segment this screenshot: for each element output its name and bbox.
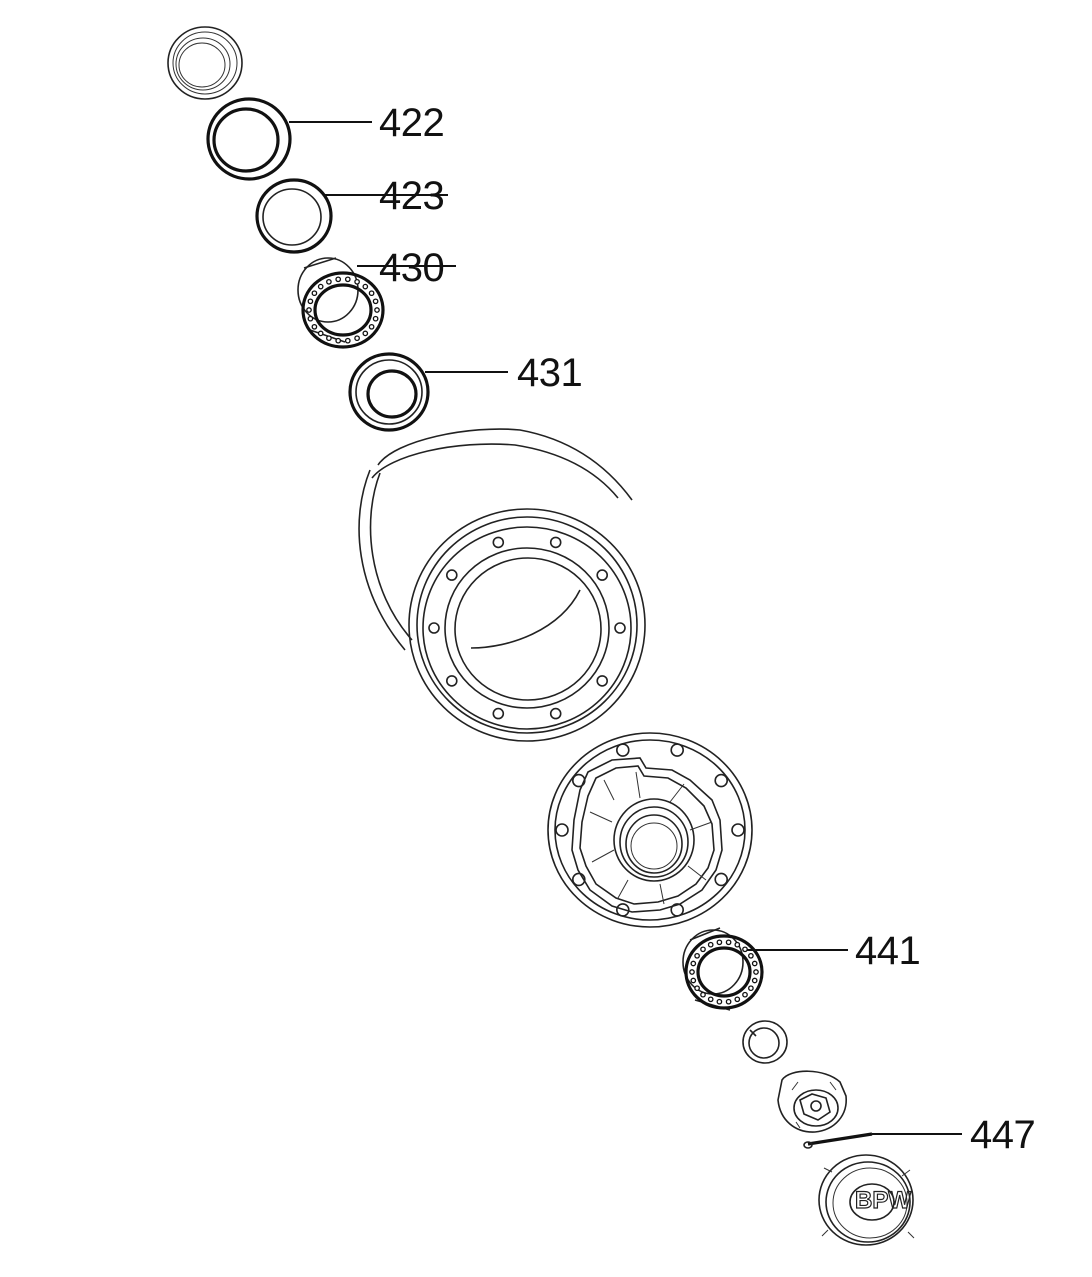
hub-bolt-hole xyxy=(615,903,630,917)
bearing-roller xyxy=(742,946,748,953)
axle-nut xyxy=(777,1070,847,1133)
drum-bolt-hole xyxy=(549,707,562,720)
bearing-roller xyxy=(372,315,379,322)
hub-bolt-hole xyxy=(670,743,685,757)
bearing-roller xyxy=(707,996,714,1003)
bearing-roller xyxy=(751,977,758,984)
bearing-roller xyxy=(716,939,723,946)
bearing-roller xyxy=(372,298,379,305)
callout-430: 430 xyxy=(379,246,444,290)
bearing-roller xyxy=(362,330,369,337)
part-423-ring xyxy=(255,178,333,254)
bearing-roller xyxy=(748,985,754,992)
leader-lines xyxy=(289,121,962,1135)
wheel-hub xyxy=(547,732,753,928)
hub-bolt-hole xyxy=(731,823,745,837)
drum-bolt-hole xyxy=(445,569,458,581)
part-447-split-pin xyxy=(803,1132,873,1149)
hub-bolt-holes xyxy=(555,743,745,917)
bearing-roller xyxy=(725,998,732,1005)
callout-423: 423 xyxy=(379,174,444,218)
bearing-roller xyxy=(354,335,360,342)
drum-bolt-hole xyxy=(445,675,458,687)
callout-441: 441 xyxy=(855,929,920,973)
bearing-roller xyxy=(707,941,714,948)
hub-bolt-hole xyxy=(555,823,569,837)
retaining-washer xyxy=(742,1020,788,1064)
bearing-roller xyxy=(368,323,375,330)
bearing-roller xyxy=(753,969,759,975)
bearing-roller xyxy=(335,337,342,344)
drum-bolt-hole xyxy=(492,707,505,720)
bearing-roller xyxy=(311,290,318,297)
bearing-roller xyxy=(317,283,324,290)
drum-bolt-hole xyxy=(428,622,440,634)
bearing-roller xyxy=(354,278,360,285)
hub-cap: BPW xyxy=(818,1154,915,1246)
part-431-seal xyxy=(348,352,430,432)
bearing-roller xyxy=(374,307,380,313)
bearing-roller xyxy=(690,977,697,984)
hub-bolt-hole xyxy=(714,773,729,788)
hub-bolt-hole xyxy=(670,903,685,917)
part-441-bearing xyxy=(682,927,764,1011)
bearing-roller xyxy=(368,290,375,297)
part-422-ring xyxy=(206,97,292,181)
bearing-roller xyxy=(734,996,741,1003)
bearing-roller xyxy=(690,960,697,967)
top-seal-ring xyxy=(167,26,243,100)
bpw-logo: BPW xyxy=(855,1187,911,1214)
hub-bolt-hole xyxy=(571,872,586,887)
bearing-441-rollers xyxy=(689,939,759,1005)
bearing-roller xyxy=(700,991,706,998)
bearing-roller xyxy=(694,952,700,959)
bearing-roller xyxy=(694,985,700,992)
bearing-roller xyxy=(344,337,351,344)
bearing-roller xyxy=(311,323,318,330)
bearing-430-rollers xyxy=(306,276,380,344)
bearing-roller xyxy=(307,298,314,305)
drum-bolt-hole xyxy=(614,622,626,634)
part-430-bearing xyxy=(297,257,385,349)
bearing-roller xyxy=(748,952,754,959)
bearing-roller xyxy=(344,276,351,283)
bearing-roller xyxy=(689,969,695,975)
drum-bolt-holes xyxy=(428,536,626,720)
callout-422: 422 xyxy=(379,101,444,145)
bearing-roller xyxy=(751,960,758,967)
bearing-roller xyxy=(335,276,342,283)
drum-bolt-hole xyxy=(492,536,505,549)
drum-bolt-hole xyxy=(596,569,609,581)
bearing-roller xyxy=(326,335,332,342)
hub-bolt-hole xyxy=(714,872,729,887)
bearing-roller xyxy=(734,941,741,948)
bearing-roller xyxy=(700,946,706,953)
bearing-roller xyxy=(716,998,723,1005)
bearing-roller xyxy=(307,315,314,322)
hub-bolt-hole xyxy=(571,773,586,788)
callout-447: 447 xyxy=(970,1113,1035,1157)
bearing-roller xyxy=(742,991,748,998)
brake-drum xyxy=(358,428,646,742)
bearing-roller xyxy=(362,283,369,290)
drum-bolt-hole xyxy=(549,536,562,549)
hub-bolt-hole xyxy=(615,743,630,757)
bearing-roller xyxy=(725,939,732,946)
bearing-roller xyxy=(306,307,312,313)
bearing-roller xyxy=(317,330,324,337)
bearing-roller xyxy=(326,278,332,285)
drum-bolt-hole xyxy=(596,675,609,687)
callout-431: 431 xyxy=(517,351,582,395)
